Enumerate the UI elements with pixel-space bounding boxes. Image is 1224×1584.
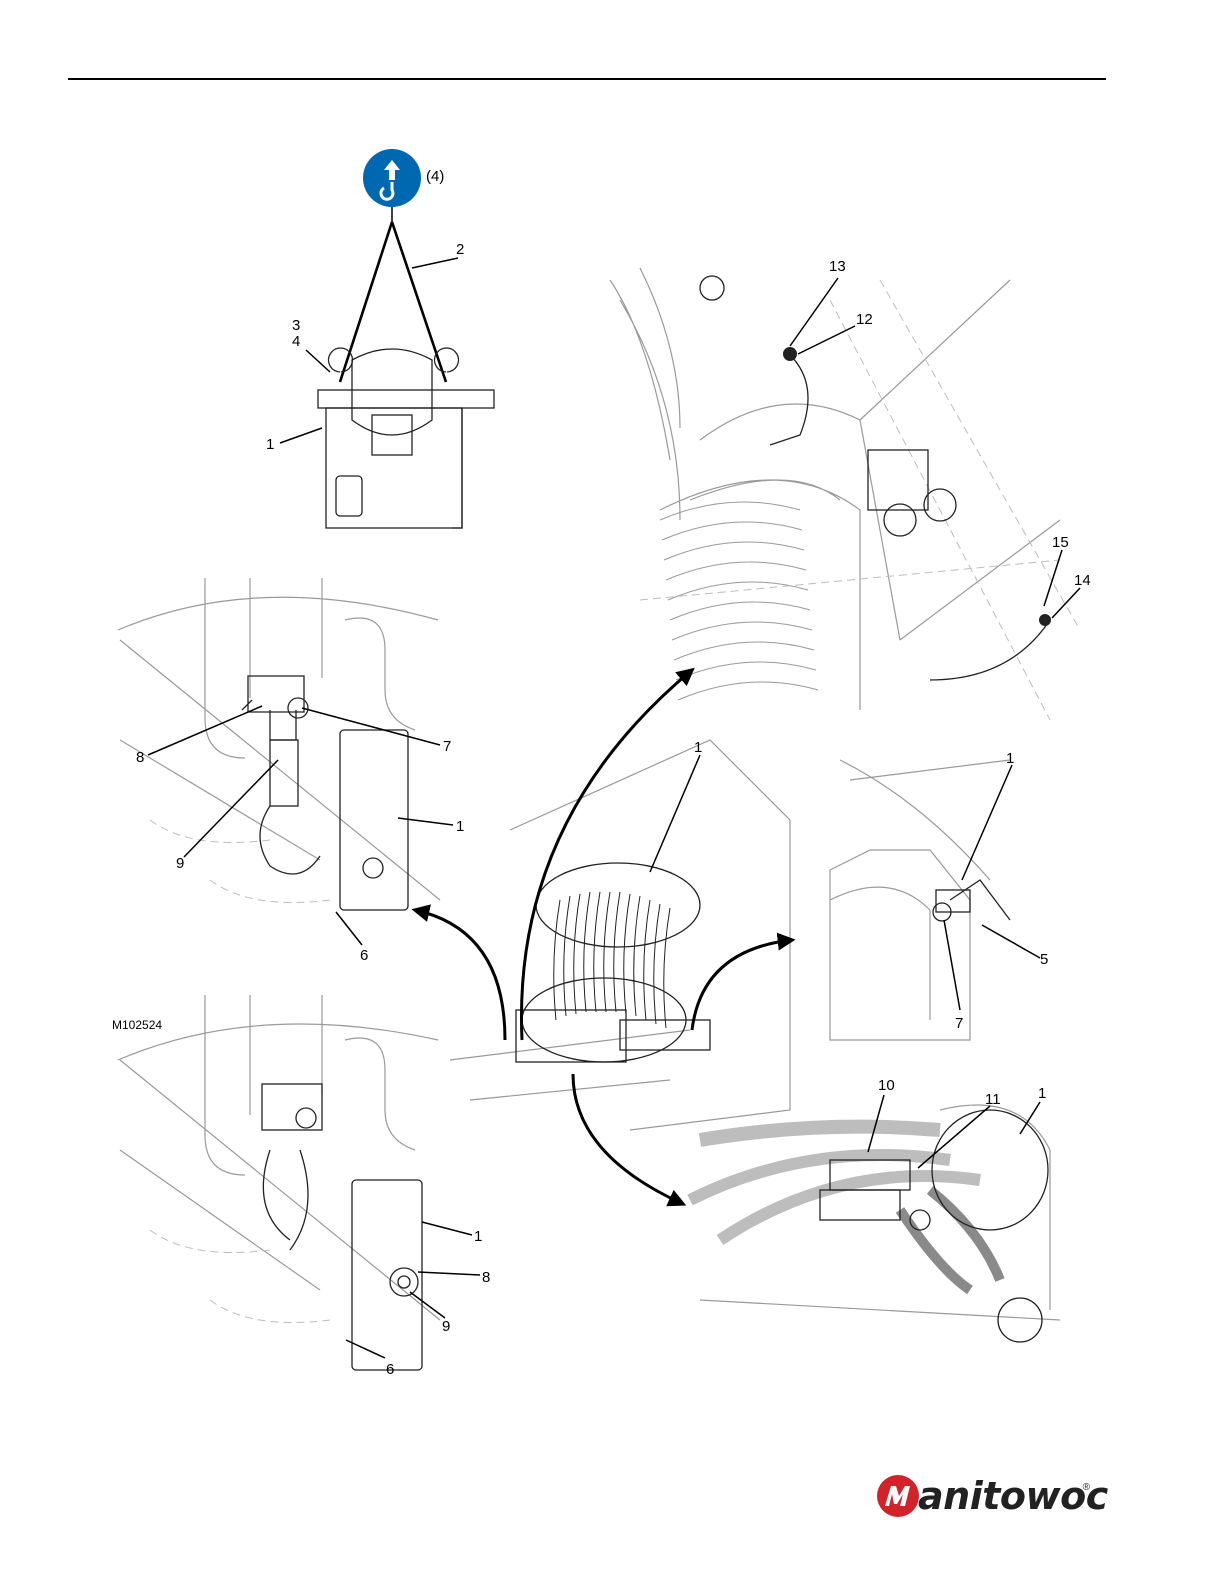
callout-9-lower-left: 9 [442,1318,450,1335]
lower-right-view: 10 11 1 [690,1077,1060,1342]
callout-1-upper-left: 1 [456,818,464,835]
callout-1-lower-right: 1 [1038,1085,1046,1102]
callout-13: 13 [829,258,846,275]
callout-2: 2 [456,241,464,258]
callout-7-mid-right: 7 [955,1015,963,1032]
registered-mark: ® [1083,1482,1090,1493]
callout-1-lower-left: 1 [474,1228,482,1245]
callout-6-upper-left: 6 [360,947,368,964]
callout-3: 3 [292,317,300,334]
callout-9-upper-left: 9 [176,855,184,872]
callout-1-center: 1 [694,739,702,756]
upper-left-view: 7 8 1 9 6 [118,578,464,964]
callout-14: 14 [1074,572,1091,589]
callout-11: 11 [985,1091,1001,1108]
callout-8-upper-left: 8 [136,749,144,766]
callout-1-top: 1 [266,436,274,453]
lower-left-view: M102524 1 8 9 6 [112,995,490,1378]
callout-15: 15 [1052,534,1069,551]
callout-5: 5 [1040,951,1048,968]
mid-right-view: 1 5 7 [830,750,1048,1040]
figure-id: M102524 [112,1018,162,1032]
callout-6-lower-left: 6 [386,1361,394,1378]
upper-right-view: 13 12 15 14 [610,258,1091,720]
callout-7-upper-left: 7 [443,738,451,755]
callout-8-lower-left: 8 [482,1269,490,1286]
callout-12: 12 [856,311,873,328]
manitowoc-logo: anitowoc ® [876,1468,1096,1530]
center-view: 1 [415,670,792,1204]
callout-4: 4 [292,333,300,350]
callout-10: 10 [878,1077,895,1094]
callout-1-mid-right: 1 [1006,750,1014,767]
lift-count-label: (4) [426,168,444,185]
brand-wordmark: anitowoc [918,1474,1108,1518]
top-lift-view: (4) 2 3 4 1 [266,149,494,528]
manitowoc-emblem-icon [876,1474,920,1518]
